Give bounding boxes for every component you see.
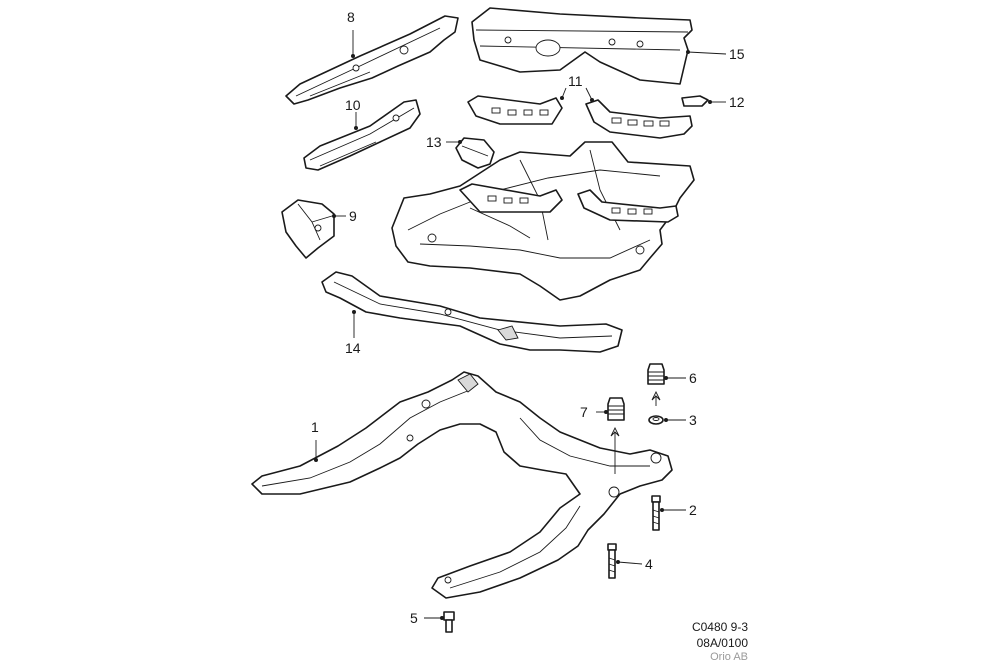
part-7-bushing xyxy=(607,397,625,474)
part-2-bolt xyxy=(651,495,661,531)
part-11-crossmember-right xyxy=(585,99,693,139)
copyright-notice: Orio AB xyxy=(710,651,748,663)
callout-8: 8 xyxy=(347,9,355,25)
callout-4: 4 xyxy=(645,556,653,572)
part-10-rail-lower xyxy=(303,99,421,171)
part-1-subframe xyxy=(251,371,673,599)
callout-12: 12 xyxy=(729,94,745,110)
callout-7: 7 xyxy=(580,404,588,420)
callout-6: 6 xyxy=(689,370,697,386)
callout-2: 2 xyxy=(689,502,697,518)
callout-10: 10 xyxy=(345,97,361,113)
callout-1: 1 xyxy=(311,419,319,435)
part-5-bolt xyxy=(443,611,455,633)
part-13-plate xyxy=(455,137,495,169)
callout-14: 14 xyxy=(345,340,361,356)
diagram-revision: 08A/0100 xyxy=(696,636,748,650)
part-8-rail-upper xyxy=(285,15,459,105)
part-11-crossmember-left xyxy=(467,95,563,125)
callout-15: 15 xyxy=(729,46,745,62)
part-12-clip xyxy=(681,95,709,107)
callout-5: 5 xyxy=(410,610,418,626)
part-floor-pan xyxy=(391,141,695,301)
part-15-rear-panel xyxy=(471,7,693,85)
part-4-bolt xyxy=(607,543,617,579)
part-14-long-member xyxy=(321,271,623,353)
callout-9: 9 xyxy=(349,208,357,224)
callout-3: 3 xyxy=(689,412,697,428)
callout-13: 13 xyxy=(426,134,442,150)
part-9-bracket xyxy=(281,199,335,259)
diagram-code: C0480 9-3 xyxy=(691,620,748,634)
part-3-washer xyxy=(648,415,664,425)
part-6-bushing xyxy=(647,363,665,406)
callout-11: 11 xyxy=(568,73,583,89)
leader-lines xyxy=(314,30,727,620)
callout-labels: 8 10 9 15 11 12 13 14 1 6 3 7 2 4 5 xyxy=(311,9,745,626)
